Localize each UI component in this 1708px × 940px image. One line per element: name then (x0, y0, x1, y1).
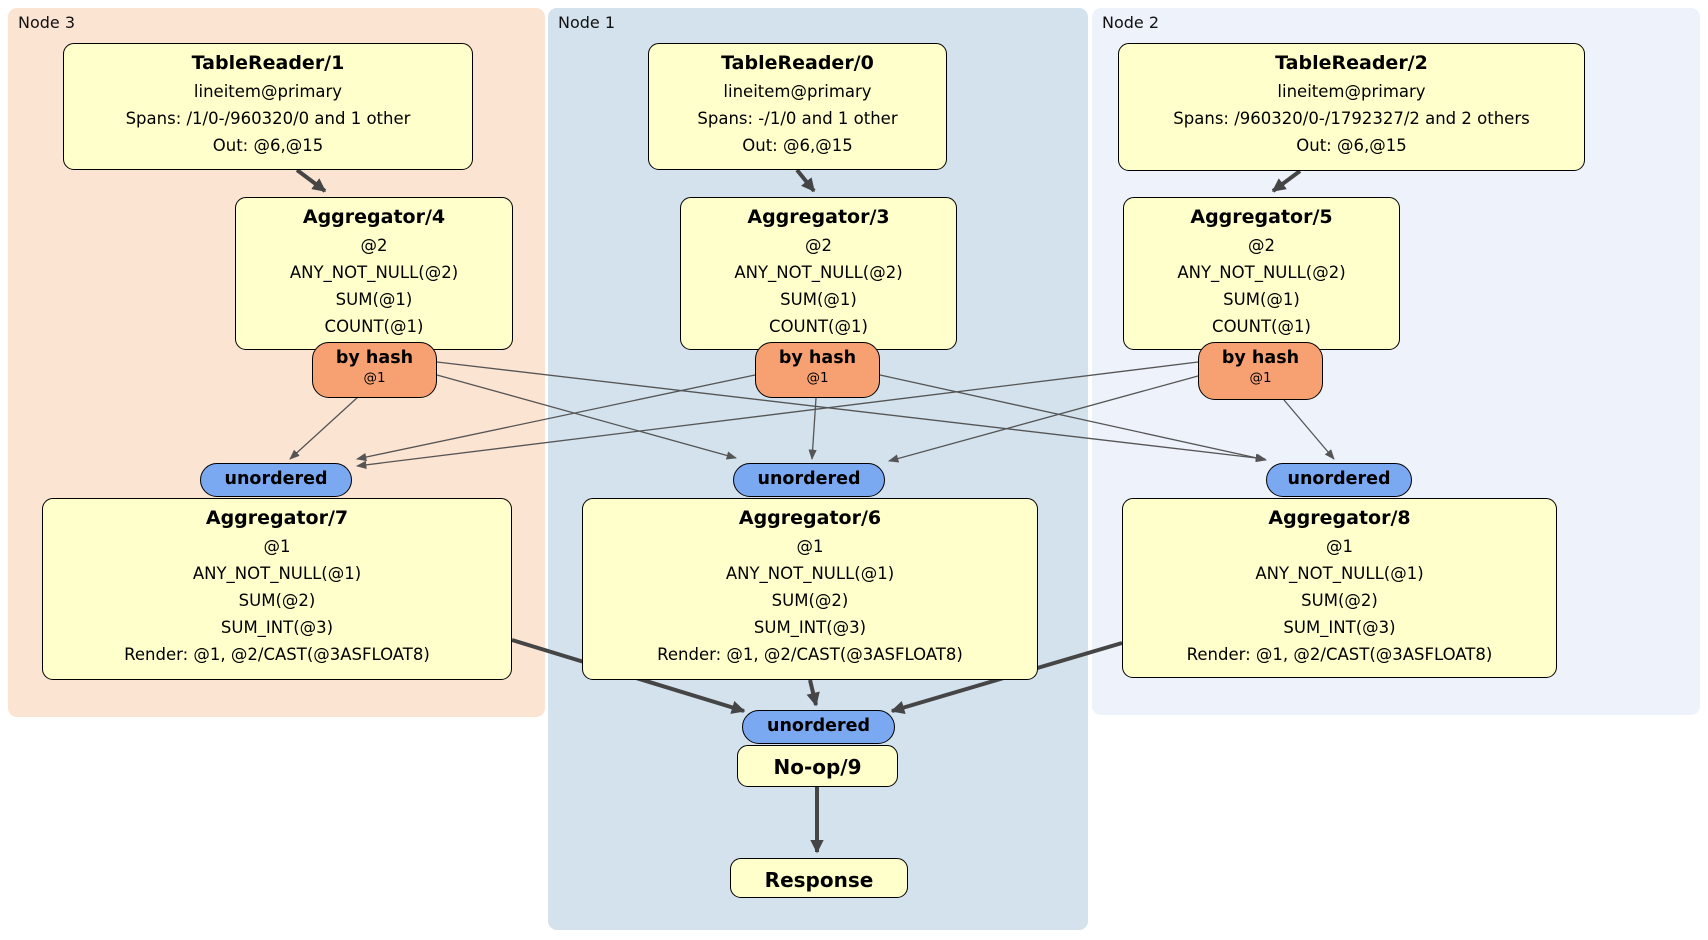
processor-title: TableReader/2 (1275, 52, 1428, 74)
edge-tr1-agg4 (295, 168, 327, 193)
router-label: by hash (1221, 348, 1300, 368)
edge-hash3-unordered6 (808, 397, 817, 461)
by-hash-router-5: by hash @1 (1198, 342, 1323, 400)
edge-hash5-unordered6 (887, 375, 1199, 463)
edge-tr2-agg5 (1271, 169, 1302, 193)
router-label: by hash (778, 348, 857, 368)
edge-hash3-unordered7 (355, 374, 756, 462)
detail-line: COUNT(@1) (1212, 317, 1311, 336)
noop-9-box: No-op/9 (737, 745, 898, 787)
router-label: by hash (335, 348, 414, 368)
processor-title: TableReader/1 (191, 52, 345, 74)
processor-title: Aggregator/5 (1190, 206, 1333, 228)
detail-line: Render: @1, @2/CAST(@3ASFLOAT8) (1186, 645, 1493, 664)
router-columns: @1 (363, 370, 386, 386)
detail-line: @2 (805, 236, 832, 255)
edge-tr0-agg3 (795, 168, 816, 193)
unordered-sync-agg6: unordered (733, 463, 885, 497)
detail-line: @1 (263, 537, 291, 556)
detail-line: Render: @1, @2/CAST(@3ASFLOAT8) (124, 645, 430, 664)
detail-line: ANY_NOT_NULL(@1) (192, 564, 362, 583)
detail-line: ANY_NOT_NULL(@2) (289, 263, 459, 282)
unordered-sync-noop: unordered (742, 710, 895, 744)
detail-line: Spans: /1/0-/960320/0 and 1 other (125, 109, 411, 128)
detail-line: SUM(@2) (238, 591, 316, 610)
edge-hash4-unordered6 (436, 374, 738, 460)
node-1-label: Node 1 (558, 13, 616, 32)
hash-router-streams (289, 361, 1335, 469)
unordered-sync-agg8: unordered (1266, 463, 1412, 497)
processor-title: No-op/9 (773, 755, 862, 779)
router-columns: @1 (806, 370, 829, 386)
detail-line: Spans: -/1/0 and 1 other (697, 109, 898, 128)
edge-hash4-unordered7 (289, 396, 359, 460)
detail-line: @1 (796, 537, 824, 556)
processor-title: Aggregator/3 (747, 206, 890, 228)
response-box: Response (730, 858, 908, 898)
detail-line: SUM(@1) (780, 290, 857, 309)
detail-line: COUNT(@1) (324, 317, 424, 336)
unordered-sync-agg7: unordered (200, 463, 352, 497)
detail-line: @1 (1326, 537, 1353, 556)
detail-line: Out: @6,@15 (212, 136, 324, 155)
detail-line: SUM_INT(@3) (753, 618, 867, 637)
detail-line: SUM(@1) (335, 290, 413, 309)
router-columns: @1 (1249, 370, 1272, 386)
detail-line: SUM(@2) (1301, 591, 1378, 610)
processor-title: Aggregator/7 (205, 507, 349, 529)
by-hash-router-4: by hash @1 (312, 342, 437, 398)
processor-title: Response (764, 868, 874, 892)
edge-agg6-unordered9 (806, 679, 820, 707)
detail-line: lineitem@primary (193, 82, 343, 101)
detail-line: SUM(@1) (1223, 290, 1300, 309)
detail-line: ANY_NOT_NULL(@1) (1255, 564, 1424, 583)
detail-line: Out: @6,@15 (742, 136, 853, 155)
edge-hash5-unordered7 (355, 361, 1199, 469)
processor-title: Aggregator/8 (1268, 507, 1411, 529)
node-3-label: Node 3 (18, 13, 76, 32)
detail-line: Render: @1, @2/CAST(@3ASFLOAT8) (657, 645, 963, 664)
detail-line: COUNT(@1) (769, 317, 868, 336)
detail-line: @2 (1248, 236, 1275, 255)
edge-hash3-unordered8 (879, 374, 1268, 463)
node-2-label: Node 2 (1102, 13, 1160, 32)
detail-line: Spans: /960320/0-/1792327/2 and 2 others (1173, 109, 1530, 128)
detail-line: ANY_NOT_NULL(@1) (725, 564, 895, 583)
detail-line: lineitem@primary (1277, 82, 1426, 101)
processor-title: Aggregator/4 (302, 206, 446, 228)
detail-line: ANY_NOT_NULL(@2) (1177, 263, 1346, 282)
detail-line: SUM_INT(@3) (220, 618, 334, 637)
detail-line: @2 (360, 236, 388, 255)
detail-line: lineitem@primary (723, 82, 872, 101)
by-hash-router-3: by hash @1 (755, 342, 880, 398)
processor-title: Aggregator/6 (738, 507, 882, 529)
detail-line: Out: @6,@15 (1296, 136, 1407, 155)
detail-line: SUM_INT(@3) (1283, 618, 1396, 637)
detail-line: ANY_NOT_NULL(@2) (734, 263, 903, 282)
detail-line: SUM(@2) (771, 591, 849, 610)
processor-title: TableReader/0 (721, 52, 874, 74)
edge-hash5-unordered8 (1283, 399, 1335, 460)
edge-hash4-unordered8 (436, 361, 1267, 463)
